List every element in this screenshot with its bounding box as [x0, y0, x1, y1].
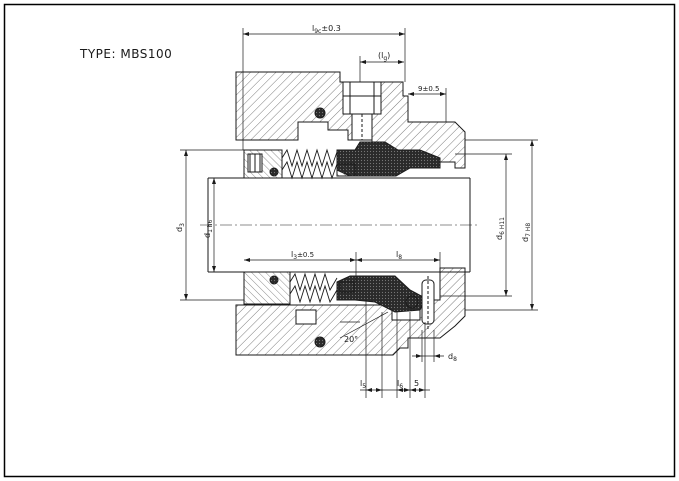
dim-l6: l6	[397, 379, 403, 390]
dim-lg: (lg)	[378, 51, 390, 62]
dim-angle: 20°	[344, 335, 358, 344]
seal-ring-top	[336, 141, 441, 177]
housing-bottom	[235, 267, 466, 356]
arrowheads	[184, 32, 534, 392]
dim-l8: l8	[396, 250, 402, 261]
dim-d3: d3	[175, 223, 186, 232]
shaft	[200, 177, 480, 273]
o-ring-top	[314, 107, 326, 119]
dim-d8: d8	[448, 352, 457, 363]
dimension-labels: l9c±0.3 (lg) 9±0.5 d3 d1 h6 d6 H11 d7 H8…	[175, 24, 532, 390]
retainer-bottom	[243, 271, 291, 305]
sheet-border	[3, 3, 676, 478]
set-screw-top	[342, 81, 382, 115]
o-ring-bottom	[314, 336, 326, 348]
seal-ring-bottom	[336, 275, 426, 313]
spring-bottom	[289, 272, 338, 304]
dim-nine: 9±0.5	[418, 85, 439, 93]
dim-d6: d6 H11	[495, 217, 506, 240]
pin-bottom	[421, 276, 435, 330]
dim-l5: l5	[360, 379, 366, 390]
spring-top	[281, 148, 338, 180]
dim-d7: d7 H8	[521, 223, 532, 242]
dim-l3: l3±0.5	[291, 250, 314, 261]
dimension-lines	[180, 28, 538, 398]
drawing-title: TYPE: MBS100	[79, 47, 172, 61]
dim-five: 5	[414, 379, 419, 388]
dim-d1: d1 h6	[203, 219, 214, 238]
housing-top	[235, 71, 466, 169]
retainer-top	[243, 149, 283, 179]
dim-l9c: l9c±0.3	[312, 24, 341, 35]
